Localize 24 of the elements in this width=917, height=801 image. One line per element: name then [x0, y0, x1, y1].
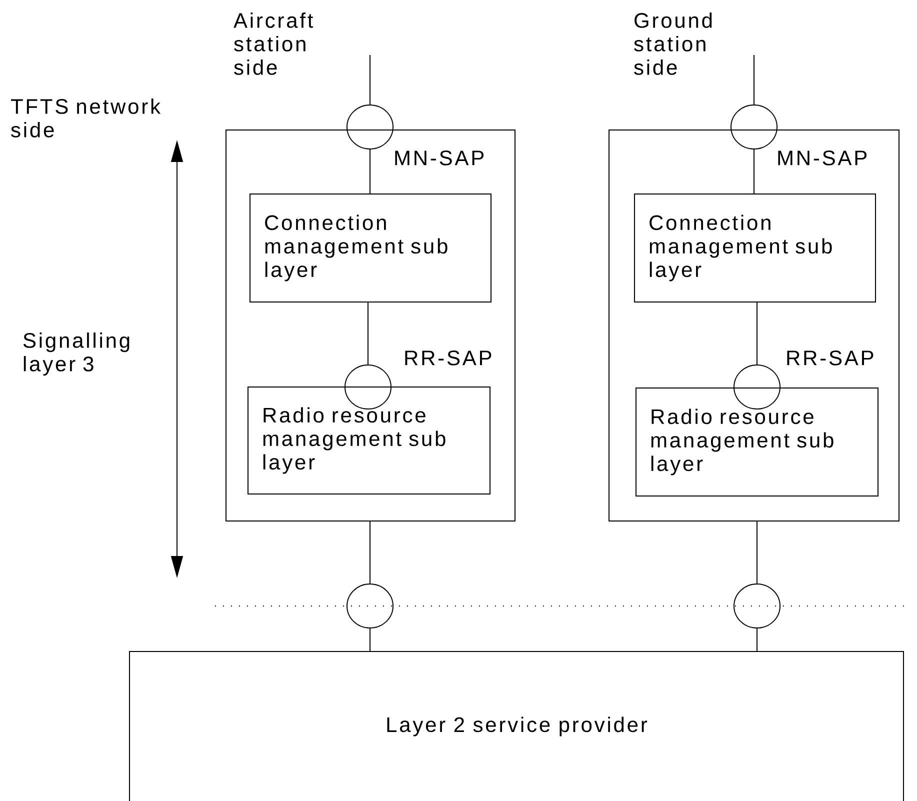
- side-label: RR-SAP: [405, 350, 492, 366]
- layer-box: [226, 130, 516, 522]
- connector-line: [756, 302, 758, 365]
- provider-box: Layer 2 service provider: [129, 651, 904, 801]
- layer-box: Radio resource management sub layer: [248, 386, 490, 494]
- layer-box: [608, 130, 900, 522]
- side-label: MN-SAP: [778, 150, 867, 166]
- sap-circle: [346, 104, 394, 150]
- layer-box: Connection management sub layer: [634, 194, 876, 302]
- sap-circle: [730, 104, 778, 150]
- connector-line: [756, 521, 758, 584]
- side-label: Aircraft station side: [234, 12, 314, 75]
- connector-line: [756, 628, 758, 652]
- sap-circle: [346, 584, 394, 628]
- side-label: MN-SAP: [395, 150, 484, 166]
- side-label: RR-SAP: [787, 350, 874, 366]
- side-label: Ground station side: [634, 12, 712, 75]
- layer-box: Radio resource management sub layer: [636, 388, 878, 496]
- side-label: Signalling layer 3: [23, 332, 130, 376]
- sap-circle: [734, 364, 781, 410]
- sap-circle: [734, 584, 781, 628]
- side-label: TFTS network side: [10, 98, 161, 138]
- sap-circle: [344, 364, 392, 410]
- layer-box: Connection management sub layer: [250, 194, 492, 302]
